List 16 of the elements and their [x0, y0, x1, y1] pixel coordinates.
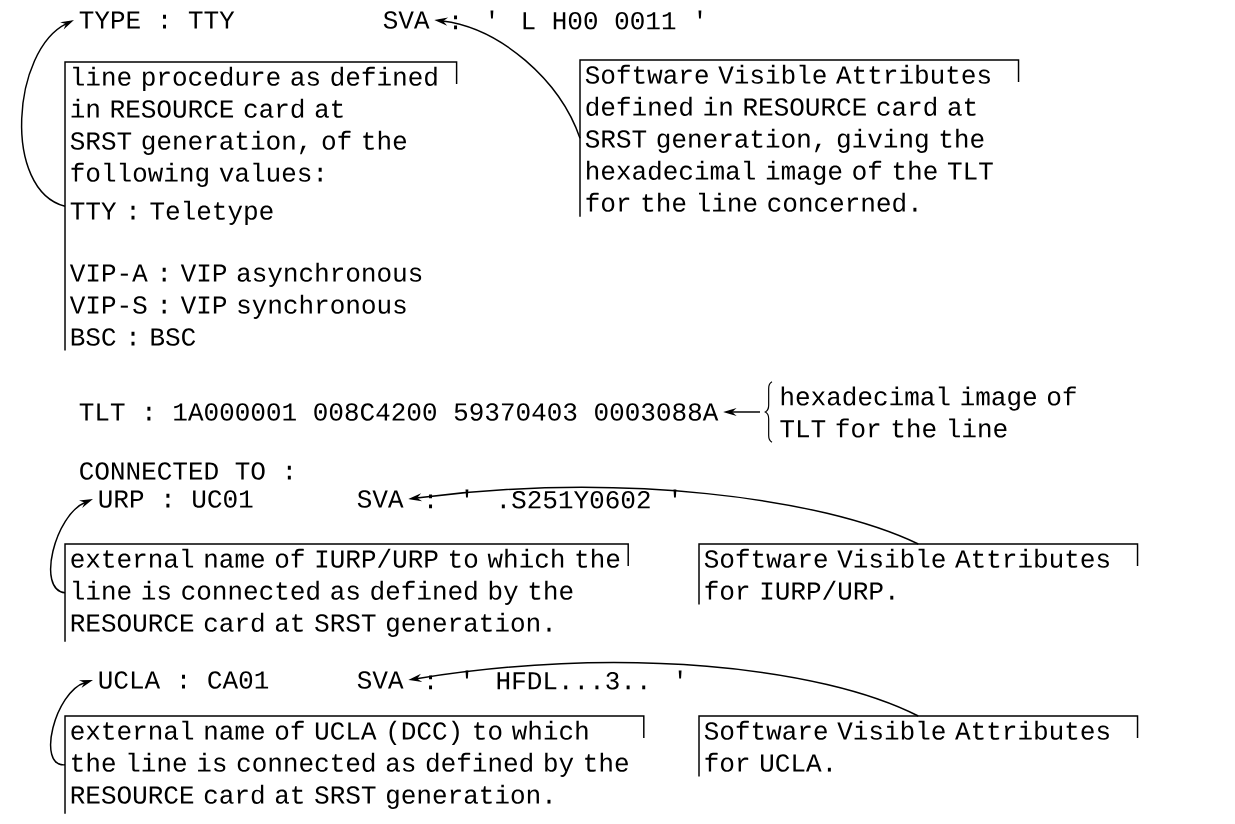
brace-note: hexadecimal image of TLT for the line — [764, 381, 1076, 443]
printout-text: SVA — [357, 671, 404, 689]
annotation-box: external name of IURP/URP to which the line is connected as defined by the RESOURCE card at SRST generation. — [64, 543, 629, 643]
printout-text: URP : UC01 — [99, 490, 253, 508]
printout-text: TLT : 1A000001 008C4200 59370403 0003088A — [79, 403, 719, 421]
annotation-box: Software Visible Attributes for UCLA. — [698, 715, 1139, 778]
printout-text: TYPE : TTY — [79, 11, 235, 29]
annotation-box: external name of UCLA (DCC) to which the line is connected as defined by the RESOURCE card at SRST generation. — [64, 715, 645, 815]
printout-text: UCLA : CA01 — [99, 671, 269, 689]
printout-text: : ' L H00 0011 ' — [454, 10, 702, 30]
annotation-box: Software Visible Attributes defined in RESOURCE card at SRST generation, giving the hexadecimal image of the TLT for the line concerned. — [579, 59, 1020, 218]
annotation-box: line procedure as defined in RESOURCE card at SRST generation, of the following values: TTY : Teletype VIP-A : VIP asynchronous VIP-S : VIP synchronous BSC : BSC — [64, 61, 458, 352]
printout-text: SVA — [383, 11, 430, 29]
printout-text: SVA — [357, 490, 404, 508]
annotation-box: Software Visible Attributes for IURP/URP. — [698, 543, 1139, 606]
printout-text: CONNECTED TO : — [80, 462, 291, 480]
